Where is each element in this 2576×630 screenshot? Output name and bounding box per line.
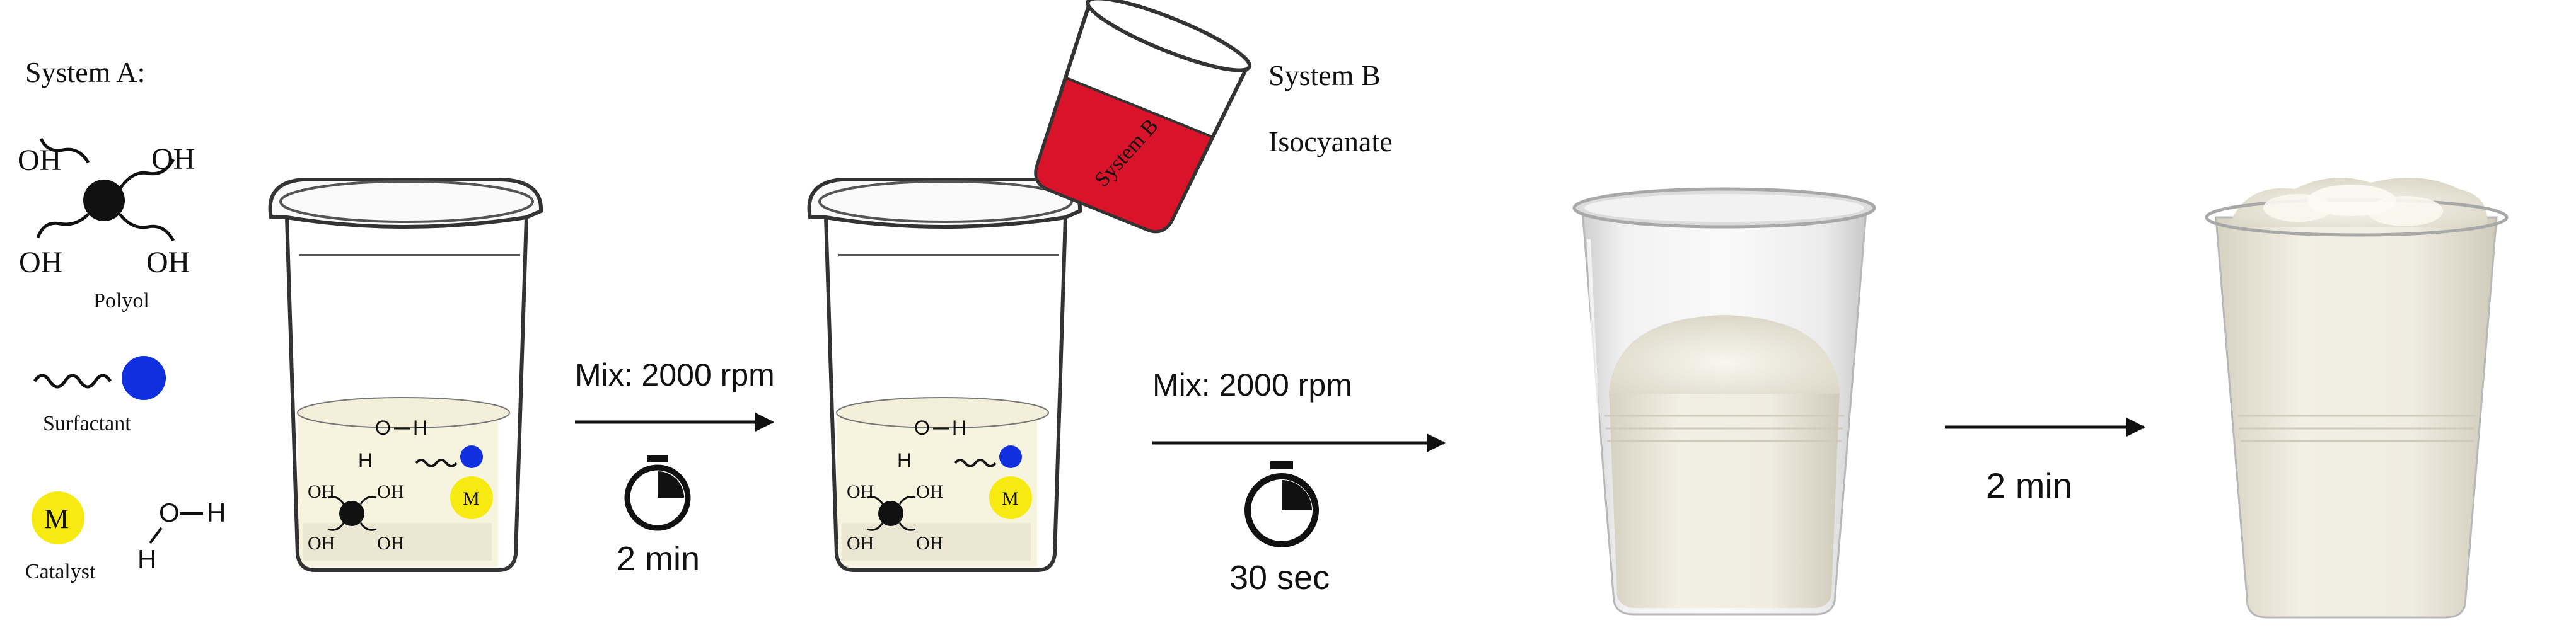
beaker1-water-h-bottom: H	[358, 449, 373, 472]
beaker1-polyol-oh-1: OH	[308, 481, 335, 502]
surfactant-head-icon	[122, 356, 166, 400]
water-h-bottom: H	[137, 544, 156, 574]
water-o: O	[159, 498, 180, 527]
beaker2-water-h-bottom: H	[897, 449, 912, 472]
rise-time: 2 min	[1986, 466, 2072, 505]
catalyst-icon	[32, 491, 84, 544]
beaker2-water-h-right: H	[952, 416, 966, 439]
surfactant-molecule: Surfactant	[33, 356, 166, 435]
beaker2-polyol-oh-4: OH	[916, 533, 943, 554]
mix2-label: Mix: 2000 rpm	[1152, 367, 1352, 403]
beaker1-polyol-oh-4: OH	[377, 533, 404, 554]
beaker1-polyol-oh-2: OH	[377, 481, 404, 502]
polyol-oh-top-left: OH	[18, 144, 61, 177]
surfactant-label: Surfactant	[43, 412, 131, 435]
polyol-oh-top-right: OH	[151, 142, 195, 176]
beaker2-polyol-oh-2: OH	[916, 481, 943, 502]
system-a-legend: System A: OH OH OH OH Polyol Surfactant …	[18, 56, 226, 583]
beaker1-polyol-oh-3: OH	[308, 533, 335, 554]
beaker1-water-o: O	[375, 416, 391, 439]
polyol-molecule: OH OH OH OH Polyol	[18, 137, 195, 312]
system-a-title: System A:	[25, 56, 145, 88]
beaker1-water-h-right: H	[413, 416, 427, 439]
water-molecule: O H H	[137, 498, 226, 574]
stopwatch-icon-2	[1244, 461, 1319, 547]
isocyanate-label: Isocyanate	[1268, 125, 1393, 158]
beaker2-catalyst-icon	[989, 476, 1032, 519]
beaker2-polyol-oh-1: OH	[847, 481, 874, 502]
step-rise: 2 min	[1945, 418, 2145, 505]
beaker1-catalyst-letter: M	[463, 488, 480, 509]
stopwatch-icon-1	[624, 455, 691, 531]
beaker2-catalyst-letter: M	[1002, 488, 1019, 509]
beaker-system-a-plus-b: O H H M OH OH OH OH	[807, 178, 1082, 572]
beaker1-catalyst-icon	[450, 476, 493, 519]
step-mix-1: Mix: 2000 rpm 2 min	[575, 357, 775, 578]
mix1-label: Mix: 2000 rpm	[575, 357, 775, 392]
polyol-label: Polyol	[93, 289, 149, 312]
catalyst-letter: M	[44, 503, 69, 534]
catalyst-legend: M Catalyst	[25, 491, 96, 583]
water-h-right: H	[207, 498, 226, 527]
mix2-time: 30 sec	[1229, 559, 1330, 597]
cup-foam-risen	[2205, 178, 2509, 619]
beaker2-polyol-oh-3: OH	[847, 533, 874, 554]
cup-foam-rising	[1572, 187, 1876, 616]
catalyst-label: Catalyst	[25, 560, 96, 583]
system-b-container: System B	[1034, 0, 1252, 234]
system-b-title: System B	[1268, 59, 1381, 91]
beaker2-water-o: O	[914, 416, 930, 439]
mix1-time: 2 min	[617, 540, 700, 578]
step-mix-2: Mix: 2000 rpm 30 sec	[1152, 367, 1446, 597]
beaker-system-a: O H H M OH OH OH OH	[268, 178, 543, 572]
polyol-oh-bottom-right: OH	[146, 246, 190, 279]
polyol-oh-bottom-left: OH	[19, 246, 62, 279]
